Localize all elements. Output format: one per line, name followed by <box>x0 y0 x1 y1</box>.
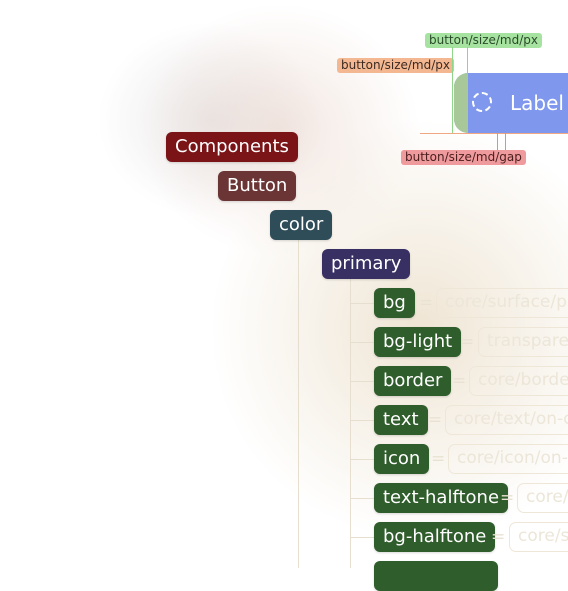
tree-branch-border <box>350 381 374 382</box>
token-value-bg-halftone[interactable]: core/s <box>509 522 568 552</box>
token-bg[interactable]: bg <box>374 288 415 318</box>
token-text-halftone[interactable]: text-halftone <box>374 483 509 513</box>
button-preview[interactable]: Label <box>454 73 568 133</box>
dashed-circle-icon <box>472 92 492 112</box>
token-bg-light[interactable]: bg-light <box>374 327 462 357</box>
equals-sign: = <box>491 527 506 547</box>
equals-sign: = <box>500 488 515 508</box>
token-value-icon[interactable]: core/icon/on- <box>448 444 568 474</box>
spec-tag-size-px-orange: button/size/md/px <box>337 58 455 73</box>
button-preview-label: Label <box>510 91 564 115</box>
tree-line-primary <box>350 279 351 568</box>
equals-sign: = <box>428 410 443 430</box>
node-color[interactable]: color <box>270 210 333 240</box>
token-border[interactable]: border <box>374 366 452 396</box>
token-value-bg-light[interactable]: transparen <box>478 327 568 357</box>
token-value-text[interactable]: core/text/on-c <box>445 405 568 435</box>
node-components[interactable]: Components <box>166 132 298 162</box>
tree-branch-bg <box>350 303 374 304</box>
tree-line-color <box>298 240 299 568</box>
node-button[interactable]: Button <box>218 171 297 201</box>
tree-branch-icon <box>350 459 374 460</box>
token-value-text-halftone[interactable]: core/ <box>517 483 568 513</box>
spec-tag-size-gap: button/size/md/gap <box>401 150 526 165</box>
tree-branch-bg-light <box>350 342 374 343</box>
tree-branch-text <box>350 420 374 421</box>
equals-sign: = <box>419 293 434 313</box>
token-value-bg[interactable]: core/surface/pr <box>436 288 568 318</box>
token-text[interactable]: text <box>374 405 428 435</box>
guide-orange-baseline <box>420 133 568 134</box>
token-next-row[interactable] <box>374 561 498 591</box>
token-bg-halftone[interactable]: bg-halftone <box>374 522 496 552</box>
node-primary[interactable]: primary <box>322 249 411 279</box>
equals-sign: = <box>452 371 467 391</box>
equals-sign: = <box>431 449 446 469</box>
spec-tag-size-px-green: button/size/md/px <box>425 33 543 48</box>
button-preview-padding <box>454 73 468 133</box>
tree-branch-text-halftone <box>350 498 374 499</box>
tree-branch-bg-halftone <box>350 537 374 538</box>
token-value-border[interactable]: core/borde <box>469 366 568 396</box>
equals-sign: = <box>460 332 475 352</box>
guide-green-left <box>452 47 453 133</box>
token-icon[interactable]: icon <box>374 444 430 474</box>
